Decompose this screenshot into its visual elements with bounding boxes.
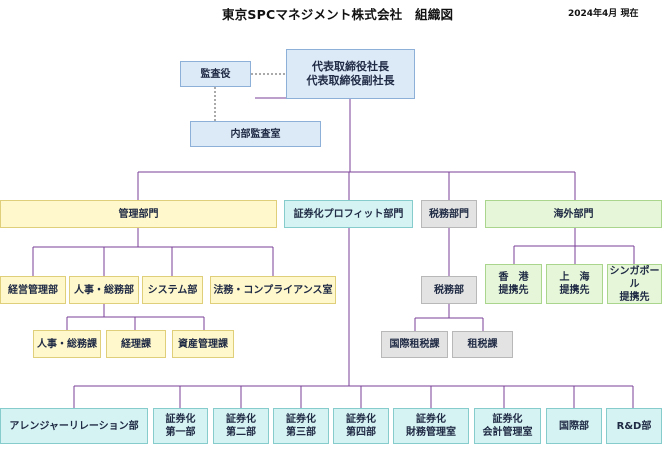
ceo-box: 代表取締役社長 代表取締役副社長	[286, 49, 415, 99]
management-planning-dept: 経営管理部	[0, 276, 66, 304]
auditor-box: 監査役	[180, 61, 251, 87]
internal-audit-box: 内部監査室	[190, 121, 321, 147]
securitization-division-box: 証券化プロフィット部門	[284, 200, 413, 228]
asset-management-section: 資産管理課	[172, 330, 234, 358]
tax-section: 租税課	[452, 331, 513, 358]
overseas-division-box: 海外部門	[485, 200, 662, 228]
tax-dept: 税務部	[421, 276, 477, 304]
securitization-finance-office: 証券化 財務管理室	[393, 408, 469, 444]
securitization-dept-4: 証券化 第四部	[333, 408, 389, 444]
hr-general-affairs-dept: 人事・総務部	[69, 276, 139, 304]
legal-compliance-office: 法務・コンプライアンス室	[210, 276, 336, 304]
arranger-relations-dept: アレンジャーリレーション部	[0, 408, 148, 444]
securitization-dept-3: 証券化 第三部	[273, 408, 329, 444]
shanghai-partner: 上 海 提携先	[546, 264, 603, 304]
rd-dept: R&D部	[606, 408, 662, 444]
as-of-date: 2024年4月 現在	[568, 9, 639, 19]
international-tax-section: 国際租税課	[381, 331, 448, 358]
admin-division-box: 管理部門	[0, 200, 277, 228]
international-dept: 国際部	[546, 408, 602, 444]
singapore-partner: シンガポール 提携先	[607, 264, 662, 304]
system-dept: システム部	[142, 276, 203, 304]
hr-general-affairs-section: 人事・総務課	[33, 330, 101, 358]
securitization-accounting-office: 証券化 会計管理室	[474, 408, 541, 444]
securitization-dept-2: 証券化 第二部	[213, 408, 269, 444]
hong-kong-partner: 香 港 提携先	[485, 264, 542, 304]
chart-title: 東京SPCマネジメント株式会社 組織図	[222, 7, 454, 22]
tax-division-box: 税務部門	[421, 200, 477, 228]
securitization-dept-1: 証券化 第一部	[153, 408, 208, 444]
accounting-section: 経理課	[106, 330, 166, 358]
